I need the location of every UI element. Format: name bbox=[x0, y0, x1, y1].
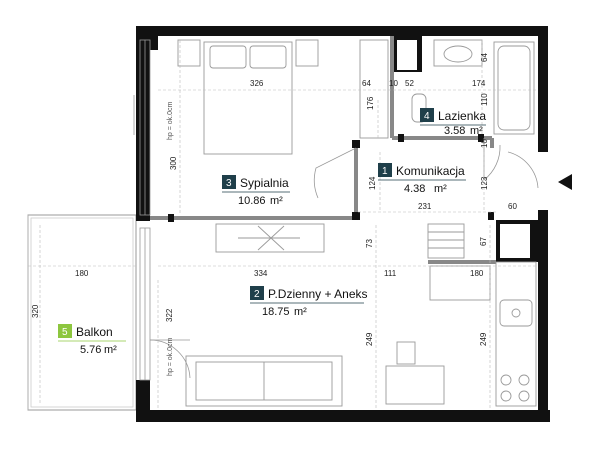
interior-walls bbox=[150, 36, 496, 264]
svg-text:m²: m² bbox=[434, 183, 447, 195]
svg-text:5.76: 5.76 bbox=[80, 344, 101, 356]
svg-text:2: 2 bbox=[254, 289, 260, 300]
dim-balkon-320: 320 bbox=[31, 304, 40, 318]
dim-living-322: 322 bbox=[165, 308, 174, 322]
room-label-dzienny: 2 P.Dzienny + Aneks 18.75 m² bbox=[250, 286, 368, 318]
dimension-lines bbox=[28, 40, 538, 410]
dim-niche-52: 52 bbox=[405, 79, 414, 88]
room-label-sypialnia: 3 Sypialnia 10.86 m² bbox=[222, 175, 290, 207]
dim-living-67: 67 bbox=[479, 237, 488, 246]
dim-sypialnia-width: 326 bbox=[250, 79, 264, 88]
balcony bbox=[27, 214, 137, 411]
svg-text:Balkon: Balkon bbox=[76, 325, 113, 339]
dim-wall-10: 10 bbox=[389, 79, 398, 88]
dim-kom-231: 231 bbox=[418, 202, 432, 211]
room-label-lazienka: 4 Lazienka 3.58 m² bbox=[420, 108, 486, 137]
dim-closet-width: 64 bbox=[362, 79, 371, 88]
svg-text:P.Dzienny + Aneks: P.Dzienny + Aneks bbox=[268, 287, 368, 301]
dim-bath-width: 174 bbox=[472, 79, 486, 88]
dim-sypialnia-height: 300 bbox=[169, 156, 178, 170]
dim-living-249-left: 249 bbox=[365, 332, 374, 346]
window-note-top: hp = ok.0cm bbox=[167, 102, 174, 140]
dimension-labels: 326 300 64 176 10 52 174 64 110 10 124 1… bbox=[31, 53, 517, 346]
svg-text:3: 3 bbox=[226, 178, 232, 189]
room-label-komunikacja: 1 Komunikacja 4.38 m² bbox=[378, 163, 466, 195]
svg-text:Lazienka: Lazienka bbox=[438, 109, 486, 123]
doors bbox=[133, 95, 539, 379]
svg-text:18.75: 18.75 bbox=[262, 306, 290, 318]
dim-living-334: 334 bbox=[254, 269, 268, 278]
windows bbox=[139, 39, 151, 381]
svg-text:Komunikacja: Komunikacja bbox=[396, 164, 465, 178]
svg-text:Sypialnia: Sypialnia bbox=[240, 176, 289, 190]
svg-text:m²: m² bbox=[270, 195, 283, 207]
dim-kom-60: 60 bbox=[508, 202, 517, 211]
dim-balkon-180: 180 bbox=[75, 269, 89, 278]
svg-text:4.38: 4.38 bbox=[404, 183, 425, 195]
dim-kom-124: 124 bbox=[368, 176, 377, 190]
svg-text:m²: m² bbox=[104, 344, 117, 356]
window-note-left: hp = ok.0cm bbox=[167, 338, 174, 376]
dim-bath-10: 10 bbox=[480, 139, 489, 148]
entrance-arrow-icon bbox=[558, 174, 572, 190]
dim-bath-110: 110 bbox=[480, 93, 489, 106]
svg-text:m²: m² bbox=[470, 125, 483, 137]
wall-ends bbox=[168, 134, 494, 222]
walls bbox=[136, 26, 550, 422]
svg-text:10.86: 10.86 bbox=[238, 195, 266, 207]
svg-text:1: 1 bbox=[382, 166, 388, 177]
dim-closet-height: 176 bbox=[366, 96, 375, 110]
room-label-balkon: 5 Balkon 5.76 m² bbox=[58, 324, 126, 356]
svg-text:3.58: 3.58 bbox=[444, 125, 465, 137]
dim-living-111: 111 bbox=[384, 269, 397, 278]
svg-text:4: 4 bbox=[424, 111, 430, 122]
svg-text:5: 5 bbox=[62, 327, 68, 338]
dim-living-180: 180 bbox=[470, 269, 484, 278]
dim-bath-64: 64 bbox=[480, 53, 489, 62]
dim-kom-123: 123 bbox=[480, 176, 489, 190]
dim-living-249-right: 249 bbox=[479, 332, 488, 346]
svg-text:m²: m² bbox=[294, 306, 307, 318]
furniture bbox=[177, 39, 537, 407]
dim-living-73: 73 bbox=[365, 239, 374, 248]
